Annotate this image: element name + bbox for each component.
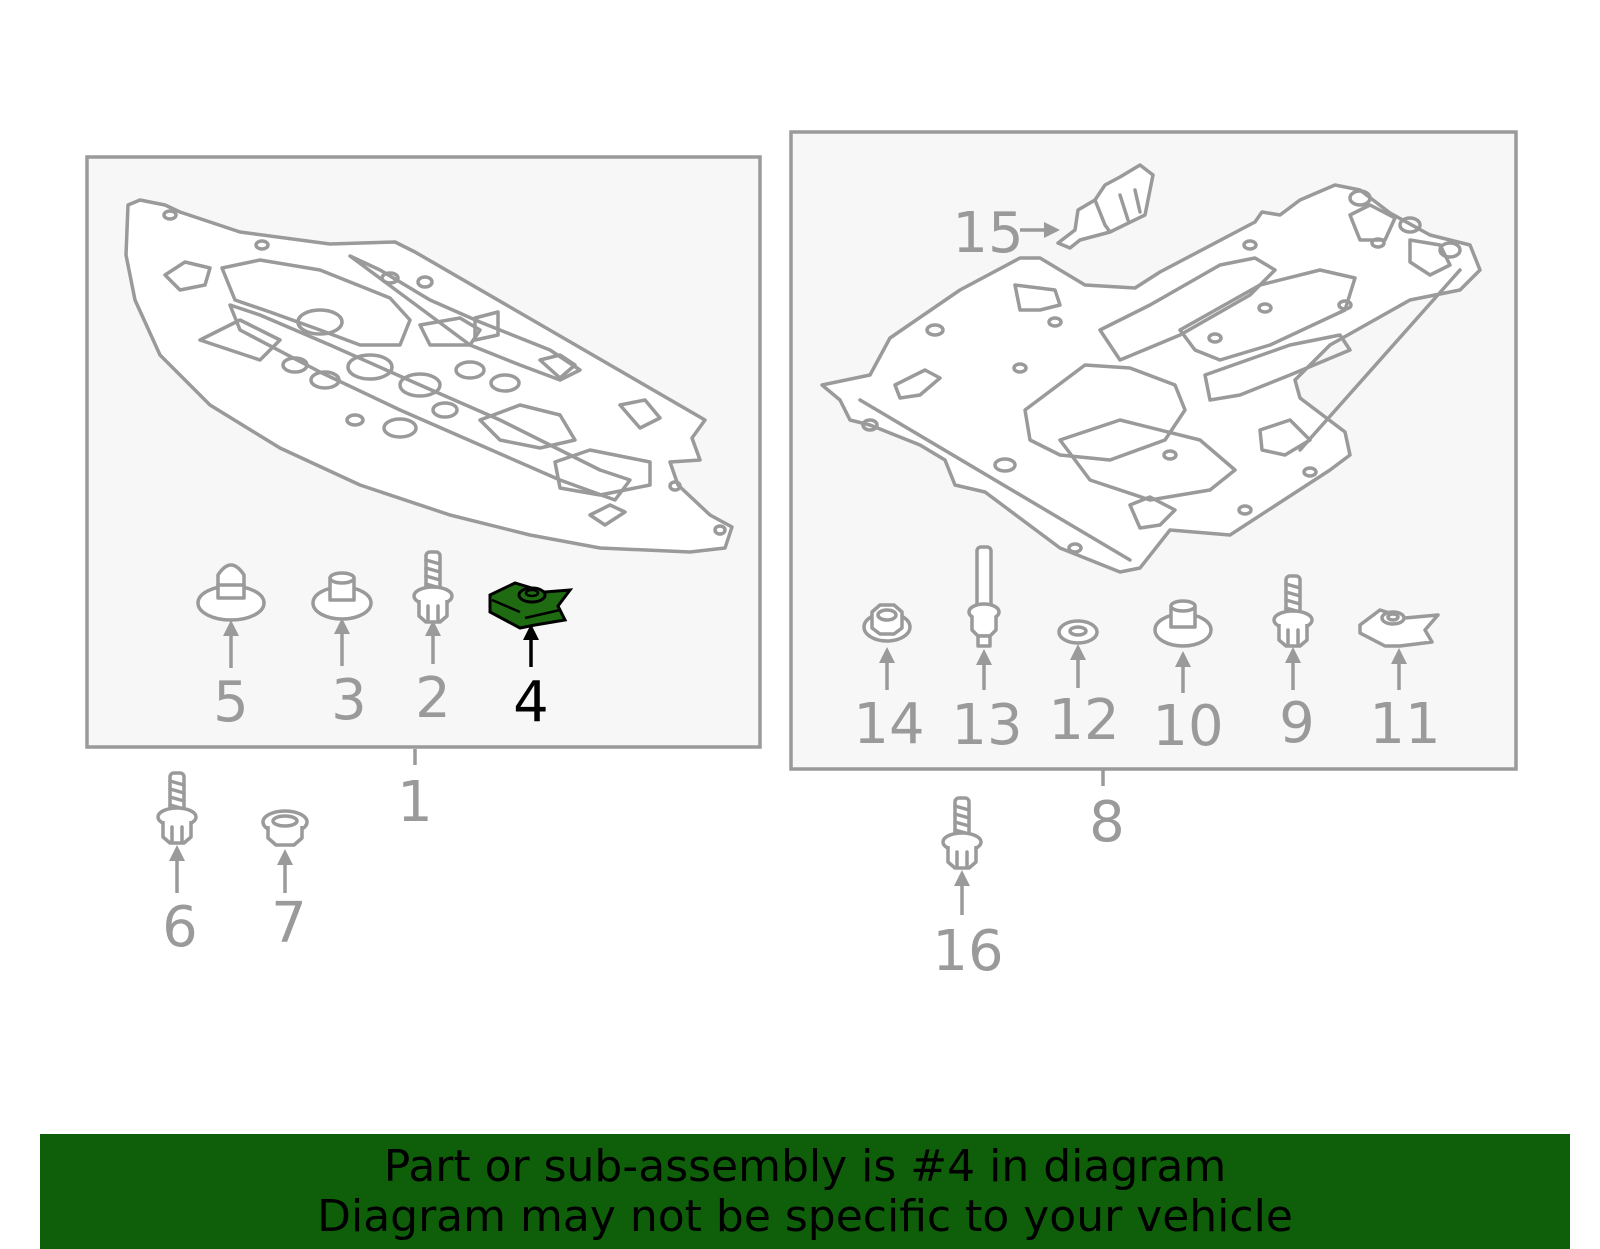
arrow-6	[169, 845, 185, 893]
arrow-14	[879, 647, 895, 690]
nut-14	[862, 603, 912, 643]
arrow-10	[1175, 651, 1191, 693]
arrow-15	[1020, 222, 1060, 238]
arrow-9	[1285, 647, 1301, 690]
arrow-5	[223, 620, 239, 668]
callout-9[interactable]: 9	[1279, 691, 1315, 756]
arrow-7	[277, 849, 293, 893]
callout-5[interactable]: 5	[213, 670, 249, 735]
grommet-10	[1153, 599, 1213, 648]
callout-13[interactable]: 13	[951, 693, 1022, 758]
arrow-2	[425, 620, 441, 664]
callout-6[interactable]: 6	[162, 895, 198, 960]
banner-line-disclaimer: Diagram may not be specific to your vehi…	[317, 1190, 1293, 1242]
front-under-cover-panel	[124, 198, 734, 554]
callout-15[interactable]: 15	[952, 201, 1023, 266]
callout-14[interactable]: 14	[853, 692, 924, 757]
washer-12	[1057, 619, 1099, 645]
clip-nut-4	[488, 581, 574, 630]
bolt-6	[156, 771, 198, 845]
stud-13	[967, 545, 1001, 648]
callout-12[interactable]: 12	[1048, 688, 1119, 753]
callout-7[interactable]: 7	[271, 891, 307, 956]
bolt-16	[941, 796, 983, 870]
assembly-frame-1: 5 3 2 4	[85, 155, 762, 749]
bracket-15	[1056, 163, 1155, 250]
callout-1[interactable]: 1	[397, 770, 433, 835]
arrow-11	[1391, 648, 1407, 690]
grommet-3	[311, 571, 373, 621]
info-banner: Part or sub-assembly is #4 in diagram Di…	[40, 1134, 1570, 1249]
arrow-4	[523, 624, 539, 667]
callout-8[interactable]: 8	[1089, 790, 1125, 855]
arrow-16	[954, 870, 970, 915]
callout-3[interactable]: 3	[331, 668, 367, 733]
arrow-13	[976, 649, 992, 690]
callout-11[interactable]: 11	[1369, 692, 1440, 757]
clip-nut-11	[1358, 608, 1440, 648]
engine-under-cover-panel	[820, 183, 1482, 574]
callout-4[interactable]: 4	[513, 670, 549, 735]
arrow-12	[1070, 644, 1086, 688]
arrow-3	[334, 618, 350, 666]
assembly-frame-8: 15	[789, 130, 1518, 771]
clip-5	[196, 563, 266, 622]
nut-7	[261, 809, 309, 847]
banner-line-part: Part or sub-assembly is #4 in diagram	[383, 1140, 1227, 1192]
callout-10[interactable]: 10	[1152, 694, 1223, 759]
callout-2[interactable]: 2	[415, 666, 451, 731]
callout-16[interactable]: 16	[932, 919, 1003, 984]
